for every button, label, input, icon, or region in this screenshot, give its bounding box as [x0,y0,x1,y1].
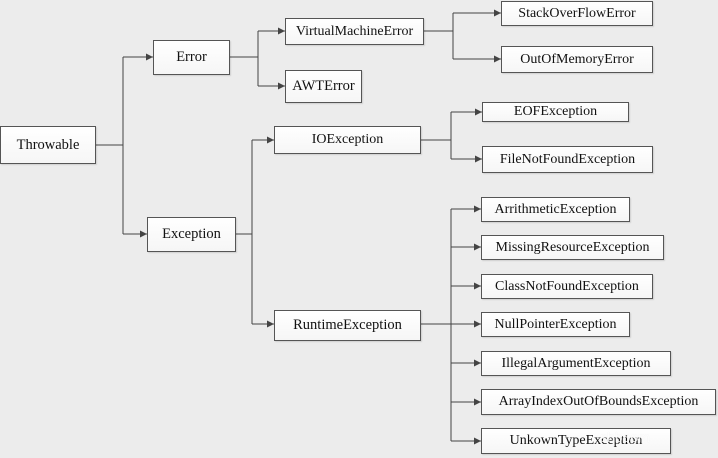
node-stack-overflow-error: StackOverFlowError [501,1,653,26]
node-unknown-type-exception: UnkownTypeException [481,428,671,454]
node-arithmetic-exception: ArrithmeticException [481,197,630,222]
node-null-pointer-exception: NullPointerException [481,312,630,337]
node-io-exception: IOException [274,126,421,154]
node-out-of-memory-error: OutOfMemoryError [501,46,653,73]
node-awt-error: AWTError [285,70,362,103]
node-class-not-found-exception: ClassNotFoundException [481,274,653,299]
node-runtime-exception: RuntimeException [274,310,421,341]
node-eof-exception: EOFException [482,102,629,122]
node-throwable: Throwable [0,126,96,164]
node-file-not-found-exception: FileNotFoundException [482,146,653,173]
node-array-index-out-of-bounds-exception: ArrayIndexOutOfBoundsException [481,389,716,415]
node-illegal-argument-exception: IllegalArgumentException [481,351,671,376]
watermark: shboom [600,429,650,445]
node-error: Error [153,40,230,75]
node-exception: Exception [147,217,236,252]
node-missing-resource-exception: MissingResourceException [481,235,664,260]
node-virtual-machine-error: VirtualMachineError [285,18,424,45]
